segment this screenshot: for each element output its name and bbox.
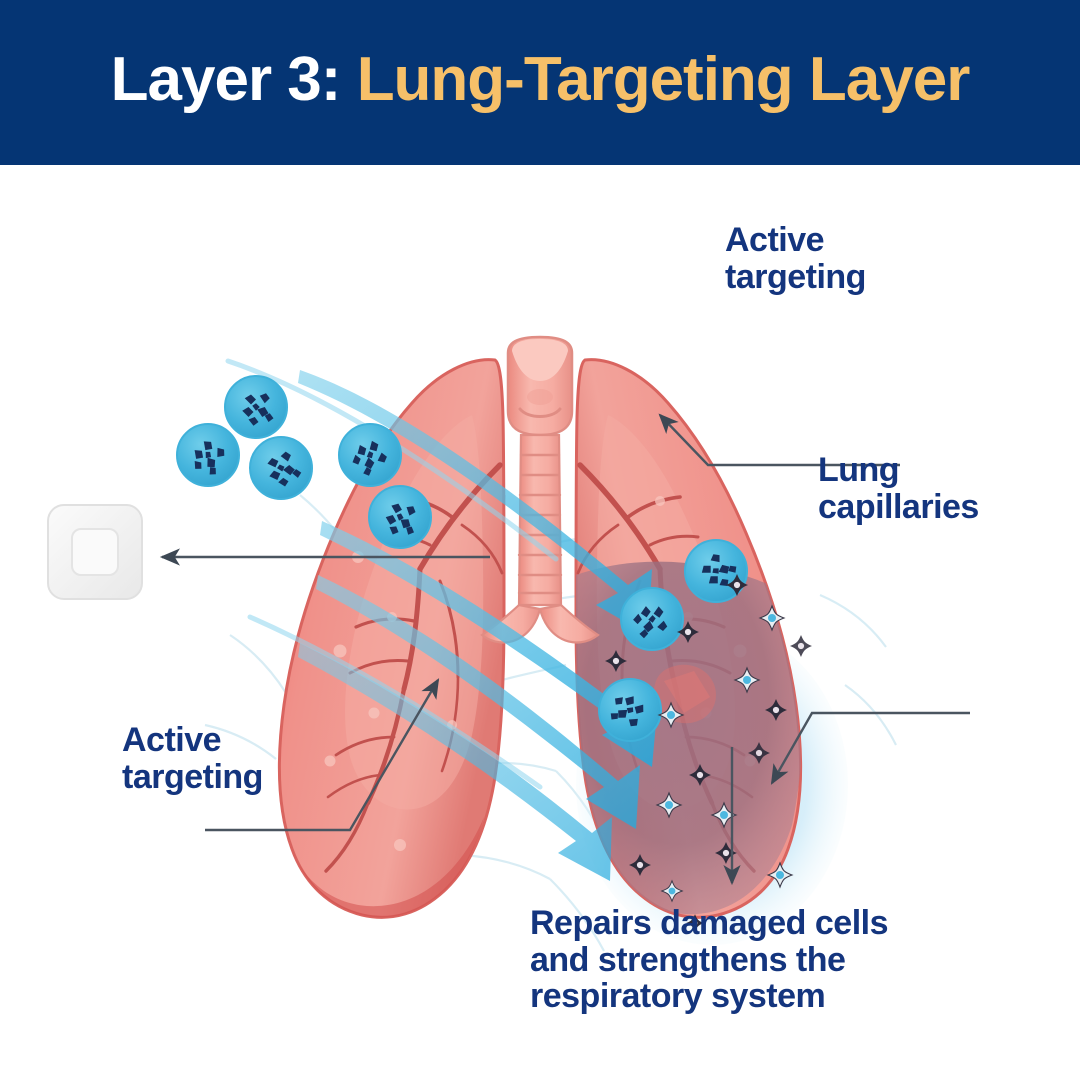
callout-active-targeting-top-line2: targeting xyxy=(725,257,866,296)
callout-active-targeting-bottom-line2: targeting xyxy=(122,757,263,796)
callout-caption-line2: and strengthens the xyxy=(530,940,846,979)
callout-lung-capillaries: Lung capillaries xyxy=(818,452,979,525)
page-title-accent: Lung-Targeting Layer xyxy=(356,44,971,114)
nanoparticle xyxy=(176,423,240,487)
nanoparticle xyxy=(224,375,288,439)
callout-active-targeting-bottom: Active targeting xyxy=(122,722,263,795)
callout-caption-line1: Repairs damaged cells xyxy=(530,904,889,942)
page-title: Layer 3: Lung-Targeting Layer xyxy=(111,48,971,117)
nanoparticle xyxy=(368,485,432,549)
trachea xyxy=(480,335,600,644)
page-title-primary: Layer 3: xyxy=(110,44,342,114)
callout-active-targeting-top: Active targeting xyxy=(725,222,866,295)
callout-active-targeting-bottom-line1: Active xyxy=(122,721,222,759)
leader-line-active-targeting-bottom xyxy=(205,678,440,832)
nanoparticle xyxy=(338,423,402,487)
nanoparticle-group xyxy=(176,375,748,742)
callout-lung-capillaries-line1: Lung xyxy=(818,451,900,489)
nanoparticle xyxy=(249,436,313,500)
header-banner: Layer 3: Lung-Targeting Layer xyxy=(0,0,1080,165)
leader-line-active-targeting-top xyxy=(658,413,900,467)
device-icon xyxy=(47,504,143,600)
nanoparticle-flow-arrows xyxy=(225,358,658,881)
nanoparticle xyxy=(598,678,662,742)
callout-lung-capillaries-line2: capillaries xyxy=(818,487,979,526)
illustration-stage xyxy=(0,165,1080,1080)
nanoparticle xyxy=(620,587,684,651)
left-lung xyxy=(277,358,506,919)
callout-caption-line3: respiratory system xyxy=(530,977,826,1016)
leader-line-lung-capillaries xyxy=(770,711,970,785)
callout-caption: Repairs damaged cells and strengthens th… xyxy=(530,904,889,1016)
leader-lines xyxy=(159,413,970,886)
callout-active-targeting-top-line1: Active xyxy=(725,221,825,259)
